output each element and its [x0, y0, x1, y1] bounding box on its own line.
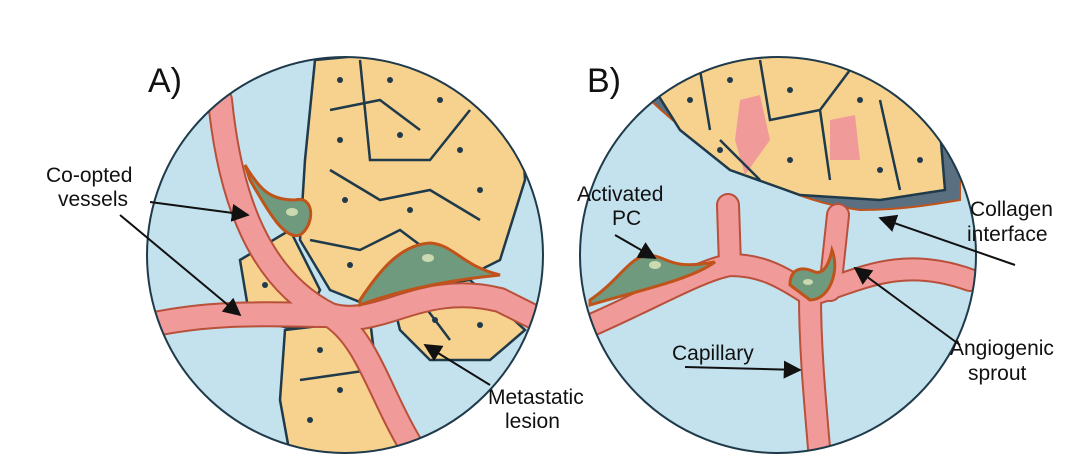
pericyte: [243, 164, 313, 238]
pericyte: [358, 241, 501, 308]
label-coopted-line1: Co-opted: [46, 164, 132, 187]
capillary: [580, 193, 976, 453]
tumor-mass: [653, 57, 947, 202]
co-opted-vessels: [147, 87, 543, 453]
label-metastatic-line1: Metastatic: [488, 386, 584, 409]
panel-a-title: A): [148, 62, 182, 100]
label-angiogenic-line2: sprout: [968, 362, 1027, 385]
label-coopted-line2: vessels: [58, 188, 128, 211]
panel-b: [579, 56, 977, 454]
pericyte: [788, 244, 837, 302]
label-angiogenic-line1: Angiogenic: [950, 337, 1054, 360]
label-collagen-line1: Collagen: [970, 198, 1053, 221]
panel-a: [146, 56, 544, 454]
annotation-arrows: [119, 201, 1016, 386]
label-capillary: Capillary: [672, 342, 754, 365]
label-metastatic-line2: lesion: [505, 410, 560, 433]
label-activated-line1: Activated: [577, 183, 663, 206]
panel-b-title: B): [587, 62, 621, 100]
activated-pc: [588, 253, 716, 308]
label-activated-line2: PC: [612, 207, 641, 230]
label-collagen-line2: interface: [967, 223, 1048, 246]
